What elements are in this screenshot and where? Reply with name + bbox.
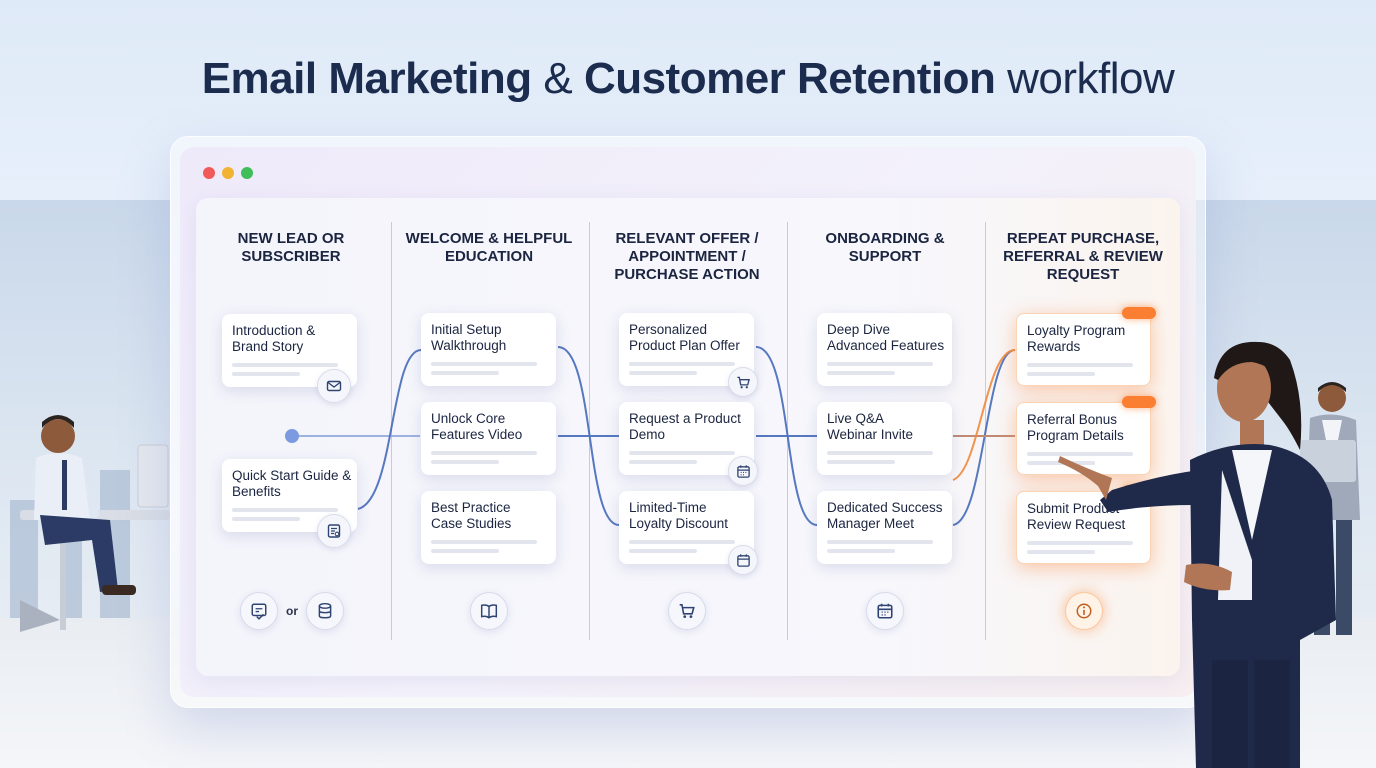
card-placeholder-line [629, 362, 735, 366]
card-placeholder-line [1027, 550, 1095, 554]
card-placeholder-line [629, 540, 735, 544]
window-minimize-dot[interactable] [222, 167, 234, 179]
card-label: Quick Start Guide & Benefits [232, 468, 352, 499]
card-label: Best Practice Case Studies [431, 500, 512, 531]
card-label: Dedicated Success Manager Meet [827, 500, 943, 531]
window-close-dot[interactable] [203, 167, 215, 179]
card-placeholder-line [431, 371, 499, 375]
column-heading-offer: RELEVANT OFFER / APPOINTMENT / PURCHASE … [614, 230, 760, 283]
database-icon[interactable] [306, 592, 344, 630]
card-placeholder-line [1027, 372, 1095, 376]
form-icon[interactable] [240, 592, 278, 630]
card-placeholder-line [232, 372, 300, 376]
document-icon [317, 514, 351, 548]
card-deep-dive-advanced-features[interactable]: Deep Dive Advanced Features [817, 313, 952, 386]
card-placeholder-line [827, 451, 933, 455]
card-placeholder-line [232, 517, 300, 521]
card-initial-setup-walkthrough[interactable]: Initial Setup Walkthrough [421, 313, 556, 386]
card-placeholder-line [827, 460, 895, 464]
calendar-icon [728, 545, 758, 575]
card-label: Unlock Core Features Video [431, 411, 523, 442]
card-placeholder-line [629, 371, 697, 375]
connector-line-orange [952, 349, 1016, 481]
card-label: Loyalty Program Rewards [1027, 323, 1126, 354]
cart-icon [728, 367, 758, 397]
card-label: Submit Product Review Request [1027, 501, 1126, 532]
card-label: Deep Dive Advanced Features [827, 322, 945, 353]
card-unlock-core-features-video[interactable]: Unlock Core Features Video [421, 402, 556, 475]
info-icon[interactable] [1065, 592, 1103, 630]
calendar-icon [728, 456, 758, 486]
card-placeholder-line [629, 549, 697, 553]
card-personalized-product-plan-offer[interactable]: Personalized Product Plan Offer [619, 313, 758, 397]
card-label: Introduction & Brand Story [232, 323, 316, 354]
card-best-practice-case-studies[interactable]: Best Practice Case Studies [421, 491, 556, 564]
column-heading-new-lead: NEW LEAD OR SUBSCRIBER [237, 230, 345, 265]
card-placeholder-line [1027, 363, 1133, 367]
card-label: Request a Product Demo [629, 411, 741, 442]
card-placeholder-line [827, 371, 895, 375]
column-heading-repeat: REPEAT PURCHASE, REFERRAL & REVIEW REQUE… [1003, 230, 1163, 283]
title-part-workflow: workflow [995, 54, 1175, 103]
title-ampersand: & [531, 54, 584, 103]
mail-icon [317, 369, 351, 403]
card-placeholder-line [1027, 541, 1133, 545]
column-heading-welcome: WELCOME & HELPFUL EDUCATION [405, 230, 573, 265]
card-placeholder-line [827, 540, 933, 544]
or-separator: or [286, 604, 298, 618]
connector-line [557, 346, 620, 526]
card-placeholder-line [431, 460, 499, 464]
card-placeholder-line [431, 549, 499, 553]
card-label: Personalized Product Plan Offer [629, 322, 740, 353]
calendar-icon[interactable] [866, 592, 904, 630]
column-heading-onboarding: ONBOARDING & SUPPORT [825, 230, 945, 265]
card-introduction-brand-story[interactable]: Introduction & Brand Story [222, 314, 357, 403]
window-maximize-dot[interactable] [241, 167, 253, 179]
card-label: Live Q&A Webinar Invite [827, 411, 914, 442]
highlight-tag [1122, 396, 1156, 408]
card-dedicated-success-manager-meet[interactable]: Dedicated Success Manager Meet [817, 491, 952, 564]
card-placeholder-line [232, 363, 338, 367]
card-placeholder-line [232, 508, 338, 512]
flow-start-node [285, 429, 299, 443]
cart-icon[interactable] [668, 592, 706, 630]
card-placeholder-line [1027, 452, 1133, 456]
connector-line [357, 349, 422, 510]
card-placeholder-line [827, 549, 895, 553]
card-placeholder-line [629, 460, 697, 464]
card-placeholder-line [629, 451, 735, 455]
page-title: Email Marketing & Customer Retention wor… [0, 54, 1376, 104]
card-label: Limited-Time Loyalty Discount [629, 500, 729, 531]
card-placeholder-line [431, 362, 537, 366]
title-part-customer-retention: Customer Retention [583, 54, 996, 103]
card-live-qa-webinar-invite[interactable]: Live Q&A Webinar Invite [817, 402, 952, 475]
title-part-email-marketing: Email Marketing [201, 54, 532, 103]
card-placeholder-line [827, 362, 933, 366]
connector-line [755, 346, 818, 526]
card-label: Referral Bonus Program Details [1027, 412, 1124, 443]
card-limited-time-loyalty-discount[interactable]: Limited-Time Loyalty Discount [619, 491, 758, 575]
card-placeholder-line [431, 540, 537, 544]
card-quick-start-guide[interactable]: Quick Start Guide & Benefits [222, 459, 357, 548]
seated-man-illustration [20, 415, 170, 632]
card-loyalty-program-rewards[interactable]: Loyalty Program Rewards [1016, 307, 1156, 386]
card-label: Initial Setup Walkthrough [431, 322, 507, 353]
book-icon[interactable] [470, 592, 508, 630]
card-placeholder-line [431, 451, 537, 455]
card-request-product-demo[interactable]: Request a Product Demo [619, 402, 758, 486]
highlight-tag [1122, 307, 1156, 319]
